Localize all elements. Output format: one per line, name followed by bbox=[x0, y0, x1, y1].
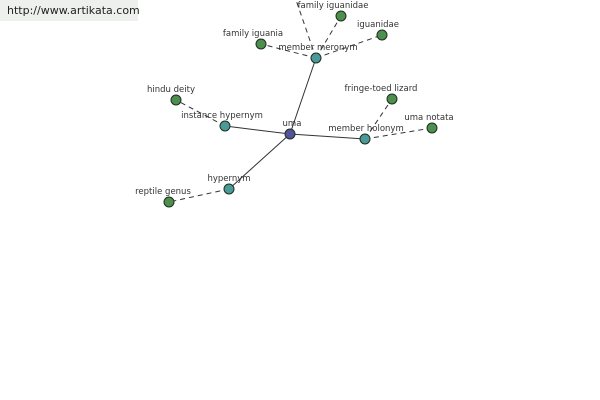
node-hypernym[interactable] bbox=[223, 183, 235, 195]
label-member-meronym: member meronym bbox=[278, 43, 357, 53]
label-reptile-genus: reptile genus bbox=[135, 187, 191, 197]
label-fringe-toed-lizard: fringe-toed lizard bbox=[345, 84, 418, 94]
node-fringe-toed-lizard[interactable] bbox=[386, 93, 398, 105]
source-banner: http://www.artikata.com bbox=[0, 0, 140, 21]
edge-member-meronym-iguanidae bbox=[315, 34, 383, 59]
node-family-iguania[interactable] bbox=[255, 38, 267, 50]
node-instance-hypernym[interactable] bbox=[219, 120, 231, 132]
edge-member-holonym-uma-notata bbox=[364, 127, 433, 140]
node-family-iguanidae[interactable] bbox=[335, 10, 347, 22]
label-member-holonym: member holonym bbox=[328, 124, 403, 134]
label-uma-notata: uma notata bbox=[404, 113, 453, 123]
label-hypernym: hypernym bbox=[207, 174, 250, 184]
edge-member-meronym-offscreen bbox=[295, 0, 317, 59]
label-hindu-deity: hindu deity bbox=[147, 85, 195, 95]
edge-uma-member-holonym bbox=[289, 133, 366, 140]
edge-member-meronym-family-iguania bbox=[260, 43, 317, 59]
nodes-layer bbox=[163, 10, 438, 208]
node-member-holonym[interactable] bbox=[359, 133, 371, 145]
edge-instance-hypernym-hindu-deity bbox=[175, 99, 226, 127]
edge-member-holonym-fringe-toed-lizard bbox=[364, 98, 393, 140]
node-member-meronym[interactable] bbox=[310, 52, 322, 64]
label-uma: uma bbox=[283, 119, 302, 129]
edge-hypernym-reptile-genus bbox=[168, 188, 230, 203]
node-iguanidae[interactable] bbox=[376, 29, 388, 41]
edge-uma-hypernym bbox=[228, 133, 291, 190]
edge-uma-member-meronym bbox=[289, 57, 317, 135]
edge-uma-instance-hypernym bbox=[224, 125, 291, 135]
label-family-iguanidae: family iguanidae bbox=[298, 1, 369, 11]
edges-layer bbox=[168, 0, 433, 203]
node-uma[interactable] bbox=[284, 128, 296, 140]
node-hindu-deity[interactable] bbox=[170, 94, 182, 106]
node-reptile-genus[interactable] bbox=[163, 196, 175, 208]
edge-member-meronym-family-iguanidae bbox=[315, 15, 342, 59]
source-link[interactable]: http://www.artikata.com bbox=[7, 4, 140, 17]
label-instance-hypernym: instance hypernym bbox=[181, 111, 263, 121]
labels-layer: uma member meronym instance hypernym member… bbox=[135, 1, 454, 197]
node-uma-notata[interactable] bbox=[426, 122, 438, 134]
label-iguanidae: iguanidae bbox=[357, 20, 399, 30]
label-family-iguania: family iguania bbox=[223, 29, 283, 39]
